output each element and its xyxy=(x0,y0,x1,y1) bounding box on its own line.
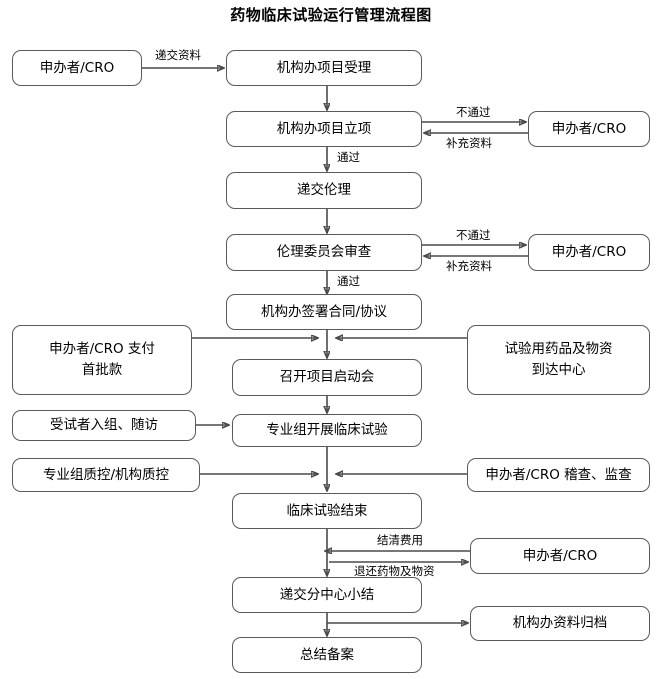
node-label: 机构办项目立项 xyxy=(276,120,372,137)
edge-label-pass-2: 通过 xyxy=(337,274,360,288)
edge-label-fail-2: 不通过 xyxy=(456,228,491,242)
node-label: 临床试验结束 xyxy=(286,502,368,519)
edge-label-submit-materials: 递交资料 xyxy=(155,48,201,62)
node-sponsor-start[interactable]: 申办者/CRO xyxy=(12,50,142,86)
page-title: 药物临床试验运行管理流程图 xyxy=(230,6,432,24)
node-audit-monitor[interactable]: 申办者/CRO 稽查、监查 xyxy=(467,458,650,492)
node-label-line2: 首批款 xyxy=(81,362,123,378)
node-final-record[interactable]: 总结备案 xyxy=(232,637,422,673)
node-label: 专业组开展临床试验 xyxy=(266,422,388,439)
node-label: 总结备案 xyxy=(300,646,354,663)
node-subject-enrollment[interactable]: 受试者入组、随访 xyxy=(12,410,196,441)
node-sponsor-return-1[interactable]: 申办者/CRO xyxy=(528,111,650,147)
node-label-line2: 到达中心 xyxy=(531,362,586,378)
node-sponsor-return-2[interactable]: 申办者/CRO xyxy=(528,234,650,271)
node-label: 机构办项目受理 xyxy=(276,59,372,76)
node-conduct-trial[interactable]: 专业组开展临床试验 xyxy=(232,414,422,447)
node-office-accept[interactable]: 机构办项目受理 xyxy=(226,50,422,86)
node-label: 机构办资料归档 xyxy=(512,615,608,632)
node-label: 受试者入组、随访 xyxy=(50,417,158,434)
node-submit-summary[interactable]: 递交分中心小结 xyxy=(232,577,422,613)
node-office-approve[interactable]: 机构办项目立项 xyxy=(226,111,422,147)
node-label-line1: 试验用药品及物资 xyxy=(504,341,613,358)
node-sign-contract[interactable]: 机构办签署合同/协议 xyxy=(226,294,422,330)
edge-label-supplement-2: 补充资料 xyxy=(446,259,492,273)
node-label: 申办者/CRO xyxy=(522,547,598,564)
node-label: 申办者/CRO 稽查、监查 xyxy=(485,466,632,483)
node-quality-control[interactable]: 专业组质控/机构质控 xyxy=(12,458,200,492)
node-drug-arrival[interactable]: 试验用药品及物资 到达中心 xyxy=(467,325,650,395)
node-label: 申办者/CRO xyxy=(39,59,115,76)
node-label: 申办者/CRO xyxy=(551,244,627,261)
node-label: 机构办签署合同/协议 xyxy=(260,303,388,320)
node-submit-ethics[interactable]: 递交伦理 xyxy=(226,172,422,209)
node-sponsor-payment[interactable]: 申办者/CRO 支付 首批款 xyxy=(12,325,192,395)
node-ethics-review[interactable]: 伦理委员会审查 xyxy=(226,234,422,271)
edge-label-return-drugs: 退还药物及物资 xyxy=(354,564,435,578)
node-kickoff-meeting[interactable]: 召开项目启动会 xyxy=(232,359,422,396)
edge-label-settle-fee: 结清费用 xyxy=(377,533,423,547)
edge-label-supplement-1: 补充资料 xyxy=(446,136,492,150)
node-label: 伦理委员会审查 xyxy=(276,244,372,261)
edge-label-pass-1: 通过 xyxy=(337,150,360,164)
node-sponsor-return-3[interactable]: 申办者/CRO xyxy=(470,538,650,574)
node-label-line1: 申办者/CRO 支付 xyxy=(49,341,155,358)
node-archive[interactable]: 机构办资料归档 xyxy=(470,606,650,641)
edge-label-fail-1: 不通过 xyxy=(456,105,491,119)
node-label: 申办者/CRO xyxy=(551,120,627,137)
node-trial-end[interactable]: 临床试验结束 xyxy=(232,493,422,529)
node-label: 专业组质控/机构质控 xyxy=(42,466,170,483)
node-label: 召开项目启动会 xyxy=(279,369,375,386)
node-label: 递交伦理 xyxy=(297,182,351,199)
node-label: 递交分中心小结 xyxy=(279,586,375,603)
